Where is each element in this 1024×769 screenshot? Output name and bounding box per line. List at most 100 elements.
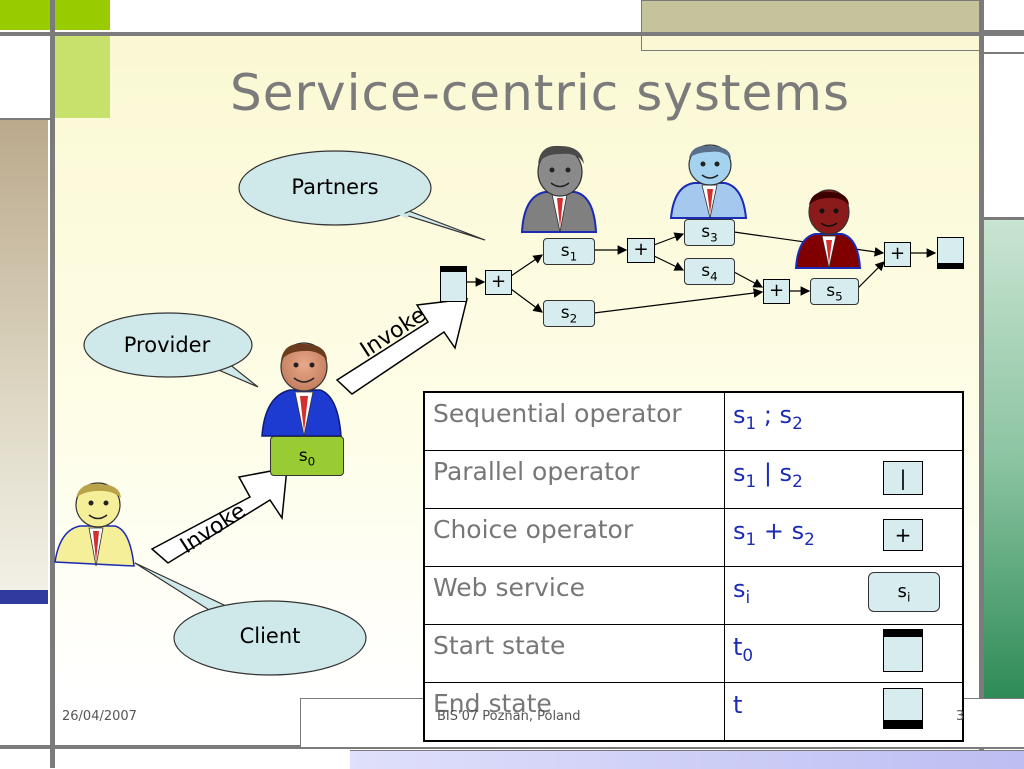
service-s3: s3 (684, 219, 735, 246)
legend-service-icon: si (868, 572, 940, 612)
expr-sub: 2 (804, 528, 815, 549)
expr-sub: 2 (792, 470, 803, 491)
deco-left-navy (0, 590, 48, 604)
legend-name: End state (423, 682, 725, 742)
choice-operator-1: + (485, 270, 512, 295)
legend-expression: t0 (724, 624, 964, 683)
slide-title: Service-centric systems (229, 64, 851, 122)
deco-vrule-right (979, 0, 984, 768)
partner-blue-person (669, 144, 748, 219)
legend-row-sequential: Sequential operator s1 ; s2 (423, 391, 964, 451)
expr-part: s (733, 517, 746, 545)
legend-name: Parallel operator (423, 450, 725, 509)
legend-expression: si si (724, 566, 964, 625)
expr-part: s (733, 401, 746, 429)
legend-start-state-icon (883, 629, 923, 672)
legend-choice-icon: + (883, 519, 923, 551)
expr-sub: i (745, 586, 751, 607)
legend-row-start-state: Start state t0 (423, 624, 964, 683)
service-s3-sub: 3 (710, 230, 718, 245)
service-s4-base: s (701, 261, 711, 281)
service-s1: s1 (543, 238, 595, 265)
deco-tan-top (641, 0, 981, 34)
diagram-end-state (937, 237, 964, 269)
client-person (54, 482, 135, 567)
legend-expression: s1 ; s2 (724, 391, 964, 451)
expr-sub: 1 (745, 470, 757, 491)
legend-name: Web service (423, 566, 725, 625)
expr-part: ; s (756, 401, 793, 429)
deco-right-line-3 (984, 217, 1024, 220)
legend-row-web-service: Web service si si (423, 566, 964, 625)
service-s3-base: s (701, 222, 711, 242)
deco-left-line (0, 118, 50, 120)
legend-parallel-icon: | (883, 461, 923, 495)
service-s4-sub: 4 (710, 269, 718, 284)
deco-lavender-bar (350, 750, 1024, 769)
choice-operator-2: + (627, 238, 655, 263)
partners-callout (238, 150, 486, 241)
service-s5-base: s (826, 281, 836, 301)
provider-label: Provider (123, 333, 211, 357)
service-s0-base: s (298, 446, 308, 466)
legend-expression: t (724, 682, 964, 742)
legend-name: Sequential operator (423, 391, 725, 451)
partner-grey-person (520, 145, 598, 233)
invoke-arrow-lower (150, 467, 288, 564)
composition-edges (467, 231, 937, 314)
diagram-start-state (440, 266, 467, 302)
legend-row-end-state: End state t (423, 682, 964, 742)
deco-right-sage (984, 220, 1024, 698)
client-callout (134, 562, 367, 676)
footer-center: BIS'07 Poznan, Poland (437, 709, 581, 724)
footer-page-number: 3 (956, 709, 965, 724)
expr-sub: 1 (745, 412, 757, 433)
legend-row-parallel: Parallel operator s1 | s2 | (423, 450, 964, 509)
legend-name: Choice operator (423, 508, 725, 567)
legend-name: Start state (423, 624, 725, 683)
deco-hrule-top (0, 32, 1024, 36)
legend-service-icon-sub: i (906, 589, 911, 605)
choice-operator-3: + (763, 279, 790, 304)
service-s0: s0 (270, 436, 344, 476)
partners-label: Partners (291, 175, 379, 199)
client-label: Client (239, 624, 301, 648)
legend-expression: s1 + s2 + (724, 508, 964, 567)
provider-callout (83, 312, 259, 388)
service-s1-sub: 1 (569, 249, 578, 264)
expr-sub: 0 (742, 644, 754, 665)
expr-part: s (733, 575, 746, 603)
legend-table: Sequential operator s1 ; s2 Parallel ope… (423, 391, 964, 742)
service-s2-base: s (560, 303, 570, 323)
expr-sub: 2 (792, 412, 803, 433)
service-s4: s4 (684, 258, 735, 285)
service-s2-sub: 2 (569, 311, 578, 326)
legend-row-choice: Choice operator s1 + s2 + (423, 508, 964, 567)
deco-vrule-left (50, 0, 55, 768)
deco-green-top-left (0, 0, 110, 30)
partner-maroon-person (794, 189, 862, 269)
legend-expression: s1 | s2 | (724, 450, 964, 509)
deco-green-square (55, 36, 110, 118)
choice-operator-4: + (884, 242, 911, 267)
legend-service-icon-base: s (897, 581, 907, 602)
expr-sub: 1 (745, 528, 757, 549)
service-s5-sub: 5 (835, 289, 843, 304)
expr-part: + s (756, 517, 805, 545)
expr-part: s (733, 459, 746, 487)
expr-part: t (733, 633, 743, 661)
deco-right-line-2 (984, 52, 1024, 54)
service-s2: s2 (543, 300, 595, 327)
footer-date: 26/04/2007 (62, 709, 137, 724)
service-s0-sub: 0 (307, 454, 316, 469)
deco-right-line (984, 30, 1024, 32)
provider-person (261, 342, 342, 437)
legend-end-state-icon (883, 688, 923, 729)
invoke-arrow-upper (335, 298, 468, 395)
deco-left-sand (0, 120, 48, 590)
service-s5: s5 (810, 278, 859, 305)
expr-part: t (733, 691, 743, 719)
expr-part: | s (756, 459, 793, 487)
service-s1-base: s (560, 241, 570, 261)
